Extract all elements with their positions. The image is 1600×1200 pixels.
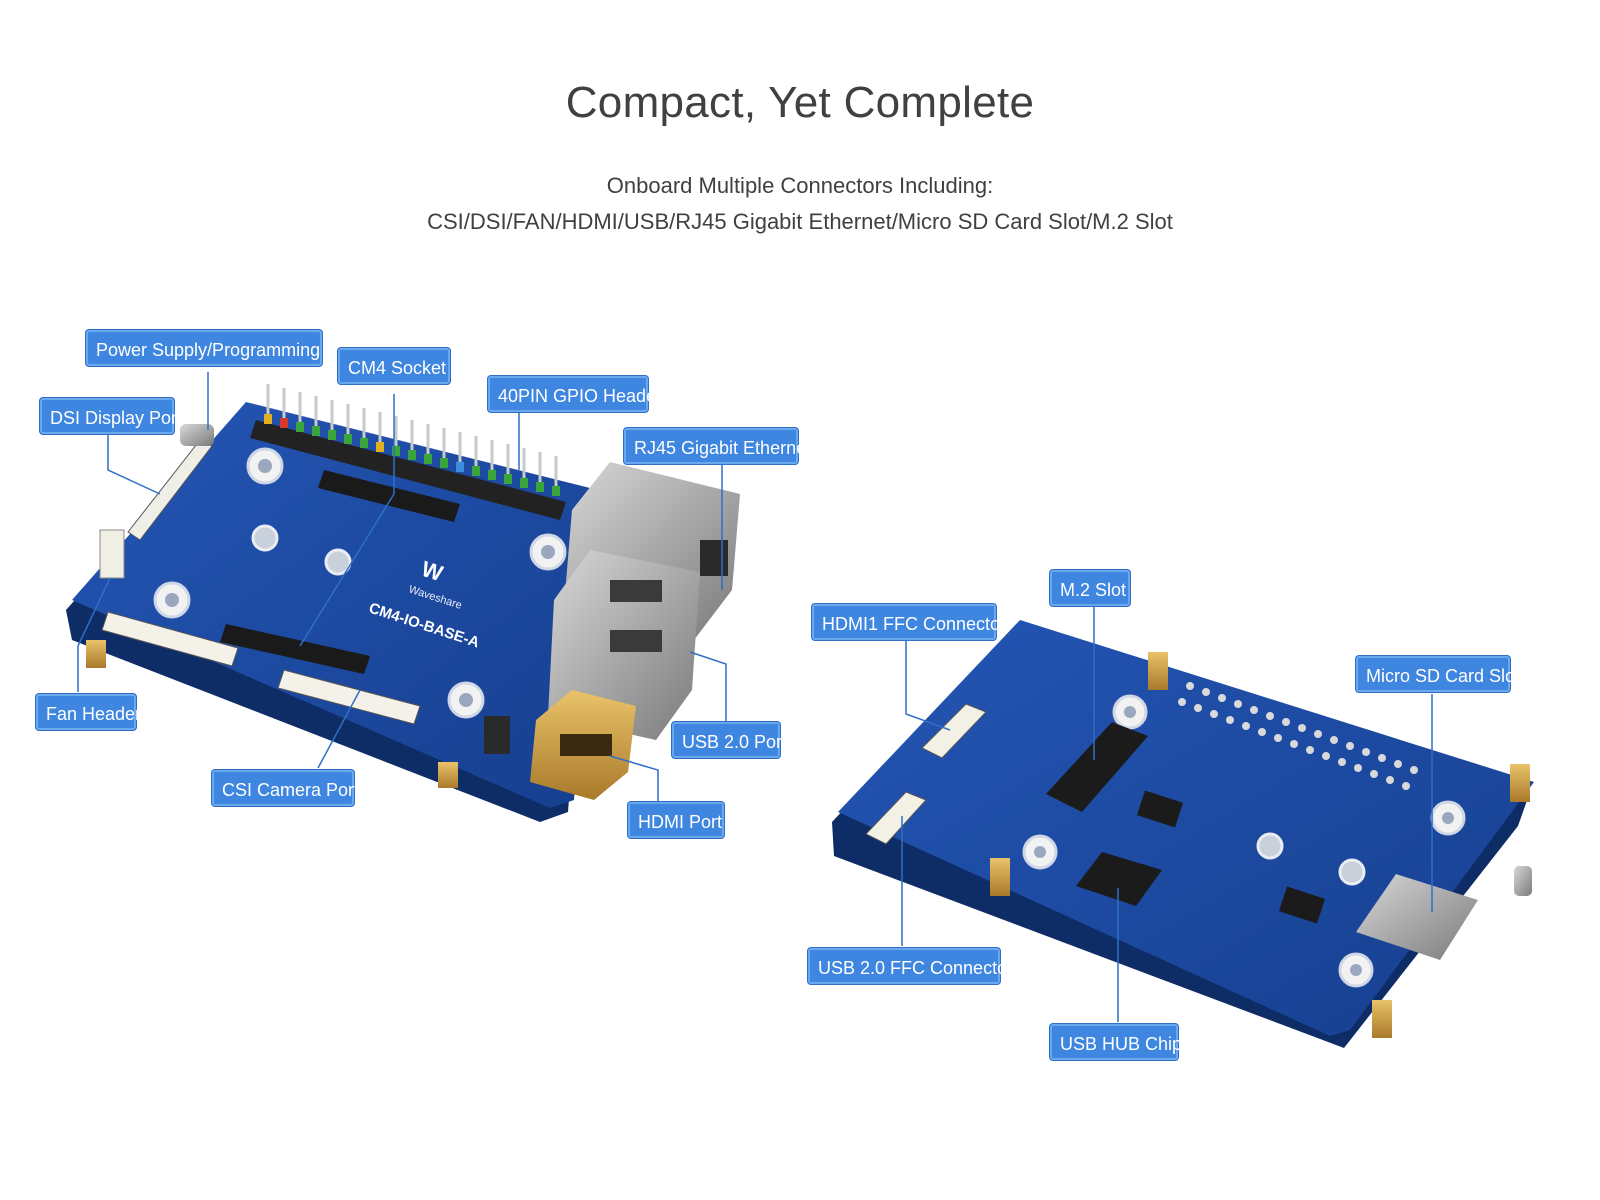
leader-csi — [317, 689, 361, 769]
leader-dsi — [107, 434, 161, 495]
label-cm4-socket: CM4 Socket — [338, 348, 450, 384]
gpio-pin-caps — [264, 414, 560, 496]
label-usb-2-0-port: USB 2.0 Port — [672, 722, 787, 758]
subtitle-line-2: CSI/DSI/FAN/HDMI/USB/RJ45 Gigabit Ethern… — [427, 209, 1173, 234]
leader-hdmi1 — [905, 640, 951, 731]
leader-cm4-2 — [299, 493, 395, 647]
label-csi-camera-port: CSI Camera Port — [212, 770, 359, 806]
label-micro-sd-card-slot: Micro SD Card Slot — [1356, 656, 1520, 692]
screw-hole — [1338, 858, 1366, 886]
screw-hole — [324, 548, 352, 576]
usb-hub-chip — [1076, 852, 1162, 906]
cm4-socket-bottom — [220, 624, 370, 674]
front-board: Waveshare CM4-IO-BASE-A W — [66, 384, 740, 822]
standoff — [1372, 1000, 1392, 1038]
fan-header — [99, 529, 125, 579]
label-40pin-gpio-header: 40PIN GPIO Header — [488, 376, 662, 412]
back-header-pins — [1178, 682, 1418, 790]
label-hdmi1-ffc-connector: HDMI1 FFC Connector — [812, 604, 1006, 640]
usb-port-opening — [610, 630, 662, 652]
usb-c-port — [1514, 866, 1532, 896]
standoff — [438, 762, 458, 788]
csi-connector — [101, 611, 239, 667]
label-dsi-display-port: DSI Display Port — [40, 398, 182, 434]
regulator-chip — [1278, 886, 1326, 924]
label-rj45-gigabit-ethernet: RJ45 Gigabit Ethernet — [624, 428, 811, 464]
mounting-hole — [1034, 846, 1046, 858]
cm4-socket-top — [318, 470, 460, 522]
page-title: Compact, Yet Complete — [565, 78, 1035, 127]
standoff — [1510, 764, 1530, 802]
label-usb-2-0-ffc-connector: USB 2.0 FFC Connector — [808, 948, 1013, 984]
label-power-supply-programming: Power Supply/Programming — [86, 330, 322, 366]
dsi-connector — [127, 439, 213, 541]
m2-slot — [1046, 722, 1148, 812]
leader-lines — [77, 372, 1433, 1022]
mounting-hole — [258, 459, 272, 473]
screw-hole — [1256, 832, 1284, 860]
mounting-hole — [1442, 812, 1454, 824]
mounting-hole — [1350, 964, 1362, 976]
boot-switch — [484, 716, 510, 754]
usb-port-opening — [610, 580, 662, 602]
gpio-header-base — [250, 420, 566, 520]
hdmi-port-opening — [560, 734, 612, 756]
micro-sd-slot — [1356, 874, 1478, 960]
label-hdmi-port: HDMI Port — [628, 802, 724, 838]
mounting-hole — [459, 693, 473, 707]
leader-fan — [77, 577, 111, 692]
rj45-port-opening — [700, 540, 728, 576]
standoff — [86, 640, 106, 668]
back-board — [832, 620, 1534, 1048]
mounting-hole — [541, 545, 555, 559]
hdmi1-ffc-connector — [921, 703, 987, 759]
label-fan-header: Fan Header — [36, 694, 141, 730]
csi-connector — [277, 669, 421, 725]
label-usb-hub-chip: USB HUB Chip — [1050, 1024, 1182, 1060]
usb-ffc-connector — [865, 791, 927, 845]
mounting-hole — [1124, 706, 1136, 718]
standoff — [990, 858, 1010, 896]
standoff — [1148, 652, 1168, 690]
regulator-chip — [1136, 790, 1184, 828]
leader-usb — [689, 651, 727, 722]
usb-c-power — [180, 424, 214, 446]
mounting-hole — [165, 593, 179, 607]
label-m2-slot: M.2 Slot — [1050, 570, 1130, 606]
screw-hole — [251, 524, 279, 552]
leader-hdmi — [609, 755, 659, 808]
subtitle-line-1: Onboard Multiple Connectors Including: — [606, 173, 994, 198]
